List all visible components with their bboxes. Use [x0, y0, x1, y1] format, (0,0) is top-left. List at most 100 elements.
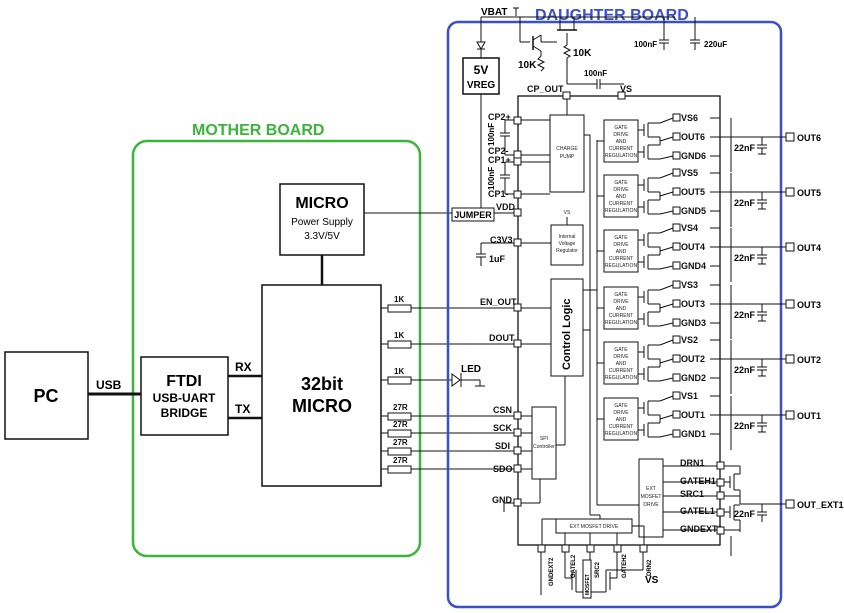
daughter-board-title: DAUGHTER BOARD [535, 7, 689, 24]
resistor-row-1: 1K [381, 295, 515, 313]
cap-label: 22nF [734, 310, 756, 320]
micro-supply-line2: 3.3V/5V [304, 231, 340, 242]
block-label: VS [564, 210, 571, 216]
diode-icon [476, 41, 486, 51]
ftdi-line1: USB-UART [153, 391, 216, 405]
led-label: LED [461, 364, 481, 375]
block-label: AND [616, 306, 627, 312]
micro-supply-line1: Power Supply [291, 217, 353, 228]
block-label: CURRENT [609, 424, 633, 430]
pin-label: GATEH1 [680, 476, 716, 486]
cap-label: 100nF [487, 167, 496, 190]
block-label: AND [616, 249, 627, 255]
pin-label: OUT6 [681, 132, 705, 142]
pin-label: VS6 [681, 113, 698, 123]
pin-label: GND3 [681, 318, 706, 328]
pin-label: GND2 [681, 373, 706, 383]
pin-label: VS4 [681, 223, 698, 233]
vbat-label: VBAT [481, 7, 507, 18]
micro-supply-title: MICRO [295, 195, 348, 212]
cap-label: 100nF [487, 123, 496, 146]
mother-board-frame [131, 139, 422, 558]
pin-label: SRC2 [595, 561, 601, 578]
tx-label: TX [235, 402, 250, 416]
resistor-row-2: 1K [381, 331, 515, 349]
pin-label: GNDEXT2 [549, 557, 555, 586]
output-connector [785, 354, 795, 364]
pin-label: VS5 [681, 168, 698, 178]
pin-label: GND1 [681, 429, 706, 439]
micro-power-supply-box [279, 183, 365, 256]
block-label: MOSFET [641, 494, 662, 500]
block-label: REGULATION [605, 263, 638, 269]
block-label: DRIVE [613, 132, 629, 138]
cap-label: 22nF [734, 421, 756, 431]
pin-label: GND5 [681, 206, 706, 216]
control-logic-block [550, 278, 584, 377]
pin-label: OUT3 [681, 299, 705, 309]
resistor-label: 27R [393, 403, 408, 412]
charge-pump-block [549, 114, 585, 193]
pin-label: SCK [493, 423, 513, 433]
block-label: DRIVE [613, 299, 629, 305]
block-label: Internal [559, 234, 576, 240]
block-label: CURRENT [609, 201, 633, 207]
resistor-label: 1K [394, 331, 404, 340]
output-connector [785, 132, 795, 142]
resistor-row-6: 27R [381, 438, 515, 456]
block-label: DRIVE [643, 502, 659, 508]
block-label: EXT MOSFET DRIVE [570, 524, 619, 530]
vreg-line2: VREG [467, 80, 496, 91]
ftdi-line2: BRIDGE [161, 406, 208, 420]
pin-label: OUT5 [681, 187, 705, 197]
output-label: OUT4 [797, 243, 821, 253]
block-label: CURRENT [609, 368, 633, 374]
block-label: DRIVE [613, 410, 629, 416]
vreg-5v-box [462, 57, 500, 95]
rx-label: RX [235, 360, 252, 374]
cap-label: 22nF [734, 509, 756, 519]
internal-regulator-block [550, 224, 584, 266]
pin-label: GND [492, 495, 513, 505]
block-label: REGULATION [605, 375, 638, 381]
internal-wiring [521, 99, 639, 519]
pc-box [4, 351, 89, 440]
channel-mosfets [638, 344, 661, 382]
block-label: CURRENT [609, 256, 633, 262]
gate-drive-blocks: GATEDRIVEANDCURRENTREGULATIONGATEDRIVEAN… [597, 119, 661, 441]
pin-label: GATEH2 [622, 553, 628, 578]
jumper-box [451, 207, 495, 222]
output-label: OUT2 [797, 355, 821, 365]
mosfet-label: MOSFET [585, 574, 591, 595]
block-label: DRIVE [613, 242, 629, 248]
ext-channel-pins: DRN1 GATEH1 SRC1 GATEL1 GNDEXT1 [663, 458, 844, 556]
channel-mosfets [638, 400, 661, 438]
block-label: REGULATION [605, 320, 638, 326]
block-label: SPI [540, 436, 548, 442]
pin-label: GATEL1 [680, 506, 715, 516]
cap-label: 22nF [734, 143, 756, 153]
resistor-row-3: 1K LED [381, 364, 485, 387]
pc-label: PC [33, 386, 58, 406]
pin-label: DOUT [489, 333, 515, 343]
ftdi-title: FTDI [166, 373, 202, 390]
top-cap-label: 220uF [704, 40, 727, 49]
block-label: REGULATION [605, 431, 638, 437]
block-label: GATE [614, 180, 628, 186]
block-label: DRIVE [613, 354, 629, 360]
pin-label: OUT1 [681, 410, 705, 420]
pin-label: CP_OUT [527, 84, 564, 94]
block-label: DRIVE [613, 187, 629, 193]
led-icon [451, 373, 461, 387]
block-label: GATE [614, 235, 628, 241]
block-label: EXT [646, 486, 656, 492]
pin-label: OUT2 [681, 354, 705, 364]
channel-mosfets [638, 122, 661, 160]
